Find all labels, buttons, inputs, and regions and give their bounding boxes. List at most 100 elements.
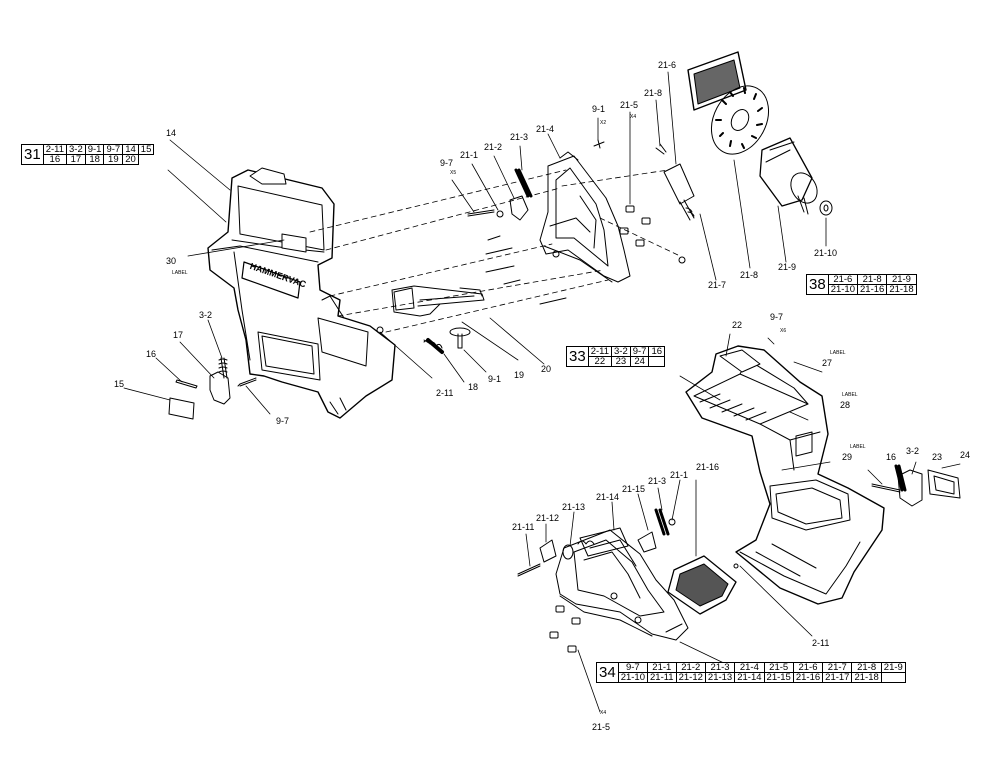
- kit-id: 31: [21, 144, 44, 165]
- callout-24: 24: [960, 450, 971, 460]
- kit-cell: 21-9: [880, 662, 906, 673]
- kit-cell: 21-5: [763, 662, 794, 673]
- leader-lines: [123, 71, 961, 713]
- kit-table-38: 38 21-6 21-8 21-9 21-10 21-16 21-18: [806, 274, 917, 295]
- kit-cell: 20: [122, 154, 139, 165]
- callout-21-15: 21-15: [622, 484, 646, 494]
- callout-20: 20: [541, 364, 552, 374]
- callout-21-3-top: 21-3: [510, 132, 529, 142]
- kit-id: 33: [566, 346, 589, 367]
- kit-cell: 16: [42, 154, 68, 165]
- callout-21-13: 21-13: [562, 502, 586, 512]
- kit-cell: 9-7: [617, 662, 649, 673]
- projection-lines: [309, 169, 681, 333]
- callout-27-label-note: LABEL: [830, 350, 846, 356]
- kit-cell: 23: [611, 356, 631, 367]
- callout-9-1-center: 9-1: [488, 374, 502, 384]
- callout-17: 17: [173, 330, 184, 340]
- callout-9-1-top: 9-1: [592, 104, 606, 114]
- callout-21-5-bottom: 21-5: [592, 722, 611, 732]
- callout-21-5-top: 21-5: [620, 100, 639, 110]
- motor-part: [759, 137, 833, 216]
- filter-screen-part: [687, 51, 747, 111]
- callout-3-2-left: 3-2: [199, 310, 213, 320]
- kit-cell: 3-2: [611, 346, 631, 357]
- kit-cell: 9-1: [84, 144, 105, 155]
- callout-21-5-bottom-qty: X4: [600, 710, 607, 716]
- callout-30-label-note: LABEL: [172, 270, 188, 276]
- callout-9-7-right: 9-7: [770, 312, 784, 322]
- callout-21-9: 21-9: [778, 262, 797, 272]
- kit-table-34: 34 9-7 21-1 21-2 21-3 21-4 21-5 21-6 21-…: [596, 662, 906, 683]
- callout-9-1-top-qty: X2: [600, 120, 607, 126]
- callout-21-7: 21-7: [708, 280, 727, 290]
- kit-cell: 21-13: [704, 672, 736, 683]
- callout-23: 23: [932, 452, 943, 462]
- kit-cell: 21-15: [763, 672, 794, 683]
- kit-cell: 2-11: [587, 346, 613, 357]
- callout-21-4: 21-4: [536, 124, 555, 134]
- callout-3-2-right: 3-2: [906, 446, 920, 456]
- left-small-parts: [168, 326, 384, 420]
- kit-cell: 21-6: [827, 274, 859, 285]
- callout-28: 28: [840, 400, 851, 410]
- kit-cell: 21-7: [822, 662, 853, 673]
- kit-table-33: 33 2-11 3-2 9-7 16 22 23 24: [566, 346, 666, 367]
- kit-cell: 2-11: [42, 144, 68, 155]
- callout-15: 15: [114, 379, 125, 389]
- kit-cell: 21-4: [734, 662, 765, 673]
- callout-19: 19: [514, 370, 525, 380]
- kit-cell: 16: [648, 346, 666, 357]
- shaft-part: [655, 143, 695, 221]
- kit-cell: 21-3: [704, 662, 736, 673]
- kit-cell: 21-1: [647, 662, 677, 673]
- kit-cell: 9-7: [103, 144, 124, 155]
- callout-27: 27: [822, 358, 833, 368]
- bushings-top: [593, 139, 686, 264]
- motor-bracket-part: [539, 151, 631, 283]
- callout-9-7-center: 9-7: [440, 158, 454, 168]
- kit-cell: 21-11: [647, 672, 677, 683]
- callout-9-7-center-qty: X5: [450, 170, 457, 176]
- kit-cell: 15: [137, 144, 155, 155]
- kit-cell: 21-14: [734, 672, 765, 683]
- fan-part: [710, 85, 770, 155]
- kit-id: 38: [806, 274, 829, 295]
- kit-cell: 17: [66, 154, 86, 165]
- kit-cell: 21-9: [886, 274, 917, 285]
- callout-21-1-top: 21-1: [460, 150, 479, 160]
- lower-bracket-assembly: [517, 508, 739, 653]
- callout-21-6: 21-6: [658, 60, 677, 70]
- callout-21-11: 21-11: [512, 522, 535, 532]
- kit-cell: 21-8: [851, 662, 882, 673]
- right-small-parts: [871, 464, 961, 507]
- callout-21-16: 21-16: [696, 462, 720, 472]
- kit-cell: 3-2: [66, 144, 86, 155]
- callout-21-1-bottom: 21-1: [670, 470, 689, 480]
- callout-22: 22: [732, 320, 743, 330]
- kit-cell: 22: [587, 356, 613, 367]
- kit-cell: 14: [122, 144, 139, 155]
- kit-cell: [880, 672, 906, 683]
- kit-cell: 19: [103, 154, 124, 165]
- callout-16-left: 16: [146, 349, 157, 359]
- kit-cell: 21-18: [851, 672, 882, 683]
- front-housing-part: [207, 167, 396, 419]
- rear-housing-part: [685, 345, 885, 605]
- callout-29-label-note: LABEL: [850, 444, 866, 450]
- callout-16-right: 16: [886, 452, 897, 462]
- callout-21-3-bottom: 21-3: [648, 476, 667, 486]
- kit-cell: 21-10: [827, 284, 859, 295]
- callout-30: 30: [166, 256, 177, 266]
- callout-14: 14: [166, 128, 177, 138]
- kit-cell: 18: [84, 154, 105, 165]
- callout-9-7-right-qty: X6: [780, 328, 787, 334]
- kit-cell: 21-16: [856, 284, 888, 295]
- callout-21-2: 21-2: [484, 142, 503, 152]
- kit-cell: 21-8: [856, 274, 888, 285]
- callout-21-8-right: 21-8: [740, 270, 759, 280]
- kit-cell: 21-2: [675, 662, 706, 673]
- callout-21-8-top: 21-8: [644, 88, 663, 98]
